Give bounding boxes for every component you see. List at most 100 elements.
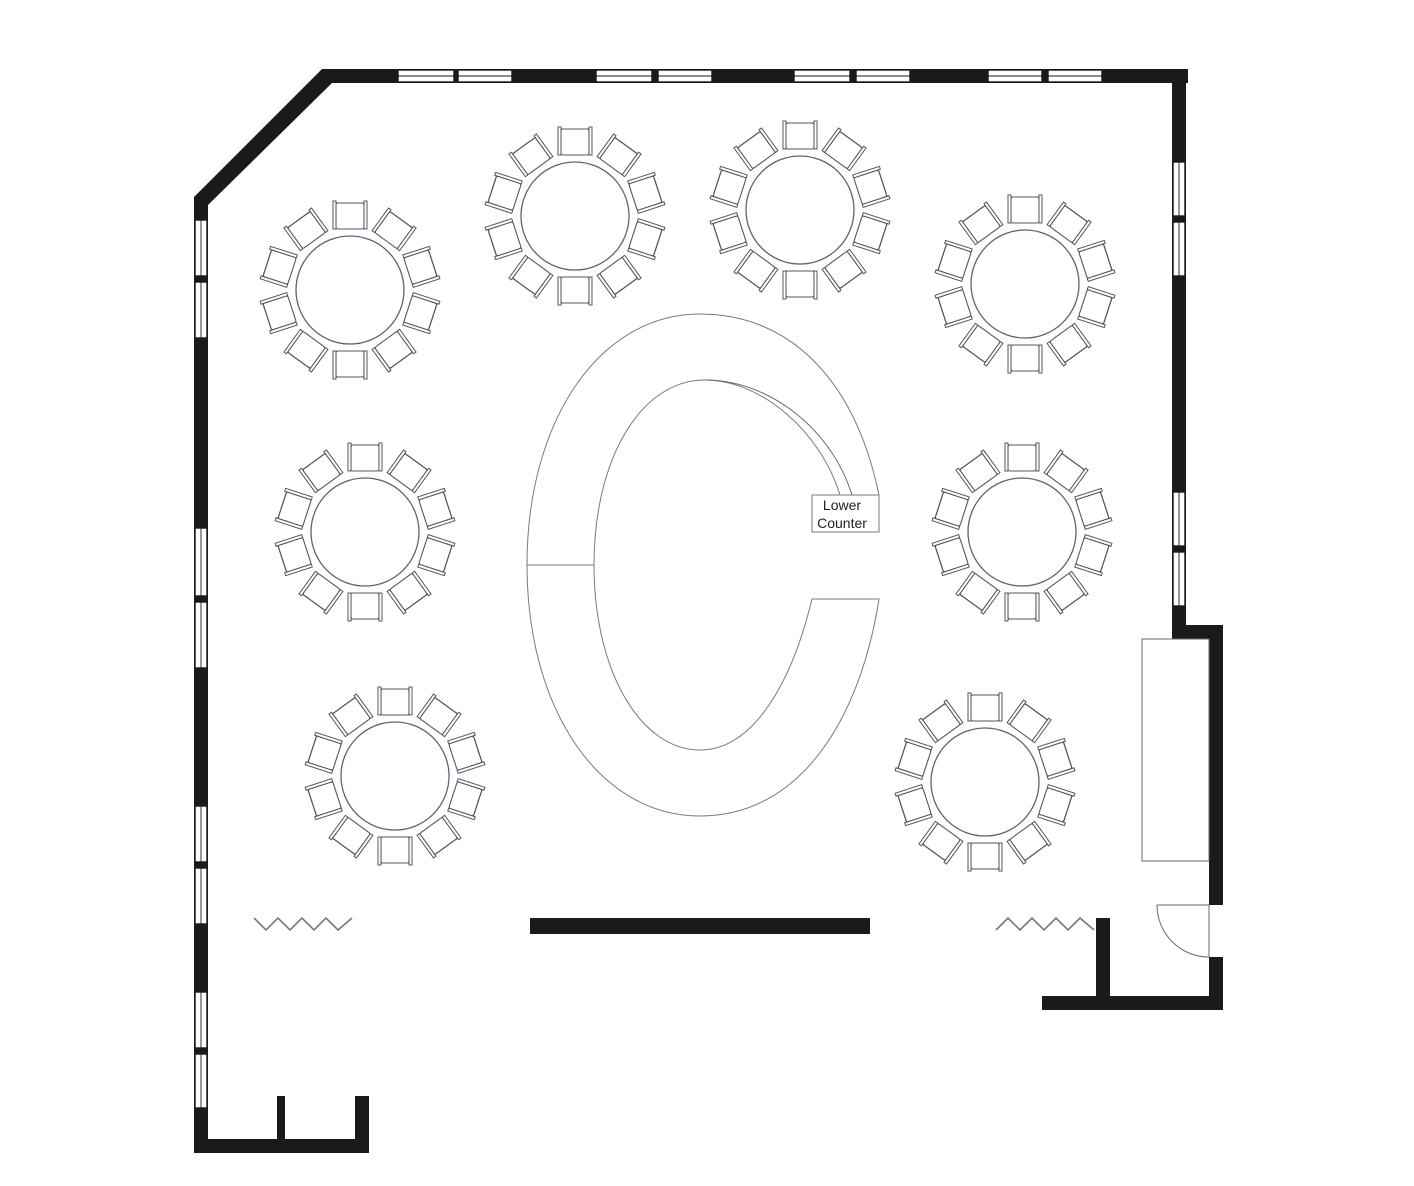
chair-icon[interactable]	[1046, 322, 1092, 367]
chair-icon[interactable]	[484, 218, 523, 261]
chair-icon[interactable]	[821, 127, 867, 172]
chair-icon[interactable]	[557, 276, 593, 306]
chair-icon[interactable]	[1077, 286, 1116, 329]
chair-icon[interactable]	[304, 778, 343, 821]
chair-icon[interactable]	[852, 212, 891, 255]
round-table[interactable]	[304, 686, 486, 866]
chair-icon[interactable]	[967, 842, 1003, 872]
round-table[interactable]	[934, 194, 1116, 374]
chair-icon[interactable]	[955, 449, 1001, 494]
chair-icon[interactable]	[1006, 820, 1052, 865]
chair-icon[interactable]	[484, 171, 523, 214]
chair-icon[interactable]	[931, 534, 970, 577]
chair-icon[interactable]	[386, 449, 432, 494]
chair-icon[interactable]	[821, 248, 867, 293]
chair-icon[interactable]	[709, 212, 748, 255]
chair-icon[interactable]	[447, 778, 486, 821]
chair-icon[interactable]	[259, 245, 298, 288]
chair-icon[interactable]	[918, 699, 964, 744]
chair-icon[interactable]	[417, 487, 456, 530]
chair-icon[interactable]	[934, 286, 973, 329]
wall-bottom-left-stub1	[277, 1096, 285, 1140]
chair-icon[interactable]	[332, 200, 368, 230]
chair-icon[interactable]	[259, 292, 298, 335]
chair-icon[interactable]	[557, 126, 593, 156]
chair-icon[interactable]	[733, 127, 779, 172]
chair-icon[interactable]	[347, 442, 383, 472]
counter-inner-curve	[704, 379, 853, 496]
round-table-icon	[310, 477, 420, 587]
chair-icon[interactable]	[967, 692, 1003, 722]
chair-icon[interactable]	[894, 784, 933, 827]
chair-icon[interactable]	[955, 570, 1001, 615]
chair-icon[interactable]	[1004, 592, 1040, 622]
chair-icon[interactable]	[402, 245, 441, 288]
chair-icon[interactable]	[298, 570, 344, 615]
window-icon	[793, 69, 851, 83]
chair-icon[interactable]	[508, 133, 554, 178]
chair-icon[interactable]	[274, 534, 313, 577]
door-swing-icon[interactable]	[1156, 904, 1210, 958]
wall-diagonal	[194, 69, 332, 205]
chair-icon[interactable]	[447, 731, 486, 774]
chair-icon[interactable]	[347, 592, 383, 622]
chair-icon[interactable]	[328, 814, 374, 859]
chair-icon[interactable]	[1046, 201, 1092, 246]
chair-icon[interactable]	[894, 737, 933, 780]
chair-icon[interactable]	[283, 328, 329, 373]
c-shaped-counter: Lower Counter	[526, 313, 880, 817]
chair-icon[interactable]	[274, 487, 313, 530]
chair-icon[interactable]	[1004, 442, 1040, 472]
round-table[interactable]	[274, 442, 456, 622]
round-table[interactable]	[259, 200, 441, 380]
round-table-icon	[967, 477, 1077, 587]
chair-icon[interactable]	[328, 693, 374, 738]
chair-icon[interactable]	[371, 328, 417, 373]
chair-icon[interactable]	[416, 814, 462, 859]
chair-icon[interactable]	[304, 731, 343, 774]
chair-icon[interactable]	[1007, 194, 1043, 224]
chair-icon[interactable]	[733, 248, 779, 293]
chair-icon[interactable]	[918, 820, 964, 865]
round-table[interactable]	[709, 120, 891, 300]
chair-icon[interactable]	[934, 239, 973, 282]
round-table[interactable]	[484, 126, 666, 306]
chair-icon[interactable]	[709, 165, 748, 208]
chair-icon[interactable]	[1037, 784, 1076, 827]
chair-icon[interactable]	[782, 120, 818, 150]
chair-icon[interactable]	[931, 487, 970, 530]
chair-icon[interactable]	[371, 207, 417, 252]
chair-icon[interactable]	[377, 686, 413, 716]
chair-icon[interactable]	[283, 207, 329, 252]
round-table[interactable]	[894, 692, 1076, 872]
chair-icon[interactable]	[627, 218, 666, 261]
chair-icon[interactable]	[332, 350, 368, 380]
chair-icon[interactable]	[958, 201, 1004, 246]
chair-icon[interactable]	[1043, 570, 1089, 615]
chair-icon[interactable]	[958, 322, 1004, 367]
chair-icon[interactable]	[508, 254, 554, 299]
round-table-icon	[930, 727, 1040, 837]
chair-icon[interactable]	[596, 133, 642, 178]
chair-icon[interactable]	[1077, 239, 1116, 282]
chair-icon[interactable]	[627, 171, 666, 214]
chair-icon[interactable]	[852, 165, 891, 208]
chair-icon[interactable]	[1006, 699, 1052, 744]
chair-icon[interactable]	[1007, 344, 1043, 374]
chair-icon[interactable]	[782, 270, 818, 300]
wall-bottom-left-stub2	[355, 1096, 369, 1140]
chair-icon[interactable]	[298, 449, 344, 494]
chair-icon[interactable]	[596, 254, 642, 299]
chair-icon[interactable]	[1037, 737, 1076, 780]
chair-icon[interactable]	[417, 534, 456, 577]
chair-icon[interactable]	[377, 836, 413, 866]
chair-icon[interactable]	[416, 693, 462, 738]
round-table[interactable]	[931, 442, 1113, 622]
chair-icon[interactable]	[1074, 534, 1113, 577]
chair-icon[interactable]	[402, 292, 441, 335]
chair-icon[interactable]	[1043, 449, 1089, 494]
chair-icon[interactable]	[1074, 487, 1113, 530]
window-icon	[595, 69, 653, 83]
chair-icon[interactable]	[386, 570, 432, 615]
